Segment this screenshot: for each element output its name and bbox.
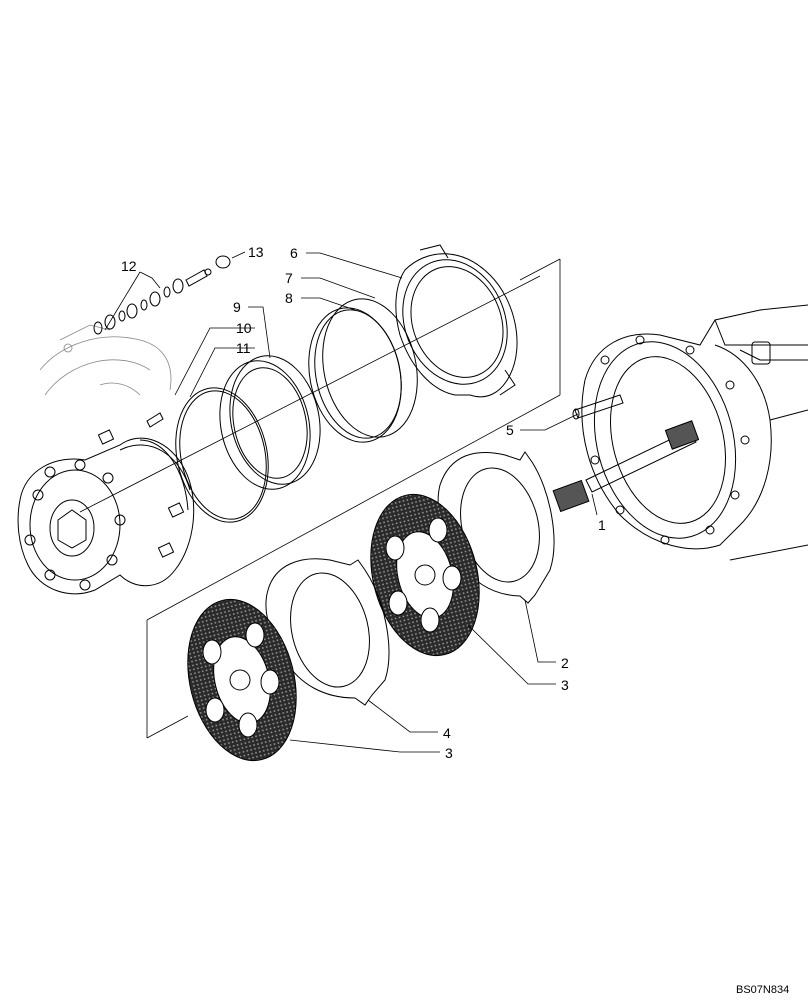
- housing-fragment: [39, 324, 172, 396]
- callout-7: 7: [285, 270, 293, 286]
- callout-1: 1: [598, 517, 606, 533]
- part-3-friction-disc-lower: [187, 598, 297, 762]
- part-13-o-ring: [215, 255, 231, 269]
- part-3-friction-disc-upper: [370, 493, 480, 657]
- callout-5: 5: [506, 422, 514, 438]
- part-8-ring: [308, 307, 402, 443]
- part-10-pin: [146, 412, 164, 428]
- callout-8: 8: [285, 290, 293, 306]
- part-7-ring: [322, 298, 418, 438]
- assembly-outline: [146, 258, 561, 739]
- callout-3-lower: 3: [445, 745, 453, 761]
- part-1-shaft: [552, 420, 700, 513]
- part-12-seal-kit: [93, 268, 212, 335]
- callout-9: 9: [233, 299, 241, 315]
- callout-3-upper: 3: [561, 677, 569, 693]
- callout-13: 13: [248, 244, 264, 260]
- callout-4: 4: [443, 725, 451, 741]
- axle-housing: [581, 304, 808, 561]
- callout-labels: 1 2 3 4 3 5 6 7 8 9 10 11 12 13: [121, 244, 606, 761]
- axis-line: [79, 275, 541, 513]
- leader-lines: [104, 251, 598, 753]
- callout-11: 11: [236, 340, 251, 356]
- hub-assembly: [17, 429, 195, 595]
- drawing-code: BS07N834: [736, 984, 789, 996]
- part-6-cover: [395, 244, 518, 398]
- callout-10: 10: [236, 320, 252, 336]
- callout-12: 12: [121, 258, 137, 274]
- part-9-piston: [219, 355, 321, 490]
- part-11-o-ring: [175, 387, 269, 523]
- callout-2: 2: [561, 655, 569, 671]
- callout-6: 6: [290, 245, 298, 261]
- part-5-pin: [572, 394, 624, 420]
